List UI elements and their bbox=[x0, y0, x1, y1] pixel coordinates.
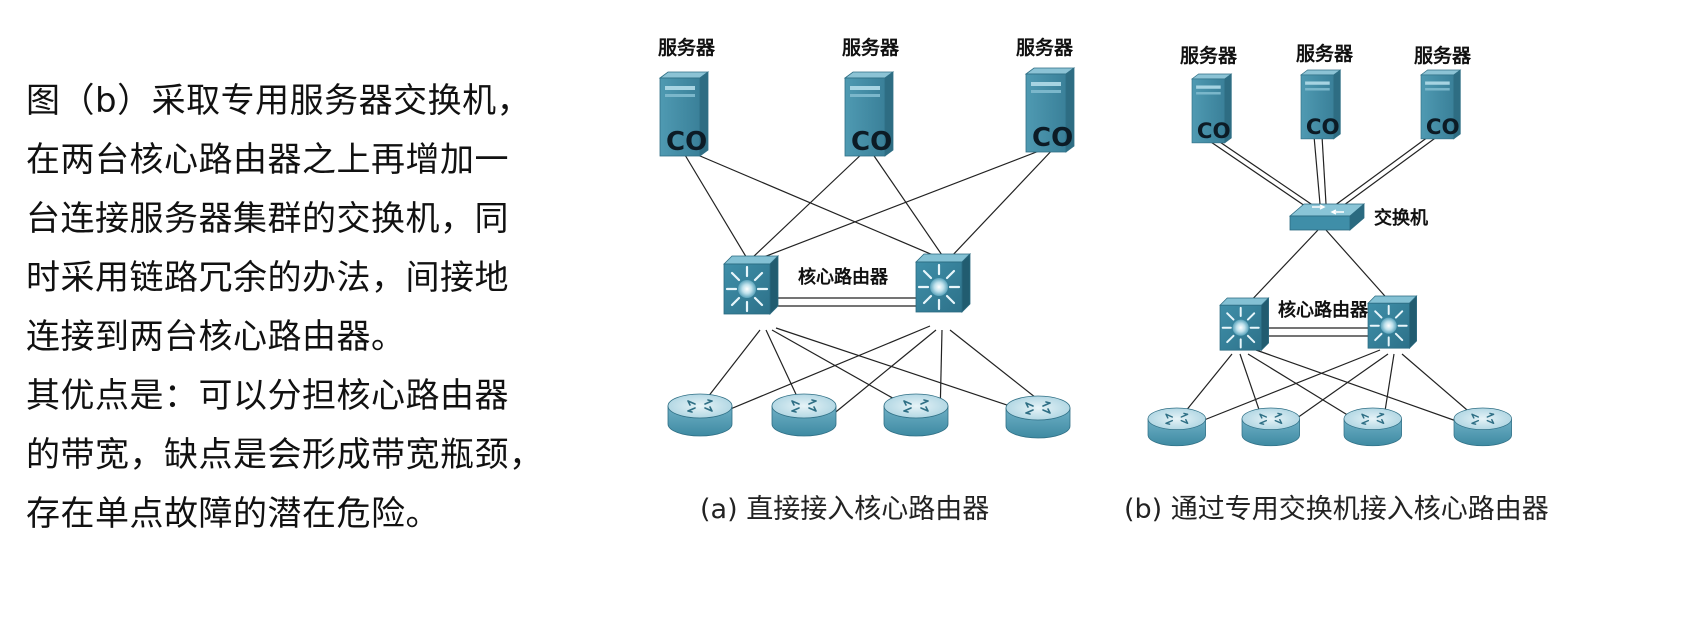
server-label: 服务器 bbox=[1296, 42, 1354, 65]
text-line: 台连接服务器集群的交换机，同 bbox=[26, 199, 509, 239]
description-text: 图（b）采取专用服务器交换机， 在两台核心路由器之上再增加一 台连接服务器集群的… bbox=[26, 72, 586, 544]
svg-text:CO: CO bbox=[1197, 119, 1231, 144]
server-icon: CO bbox=[1420, 69, 1461, 140]
core-router-label: 核心路由器 bbox=[1278, 299, 1369, 321]
router-icon bbox=[883, 393, 949, 437]
switch-icon bbox=[1289, 203, 1365, 231]
server-icon: CO bbox=[844, 71, 894, 157]
text-line: 连接到两台核心路由器。 bbox=[26, 317, 406, 357]
server-label: 服务器 bbox=[658, 36, 716, 59]
switch-label: 交换机 bbox=[1374, 207, 1428, 229]
svg-text:CO: CO bbox=[1032, 123, 1073, 153]
server-label: 服务器 bbox=[1414, 44, 1472, 67]
core-router-icon bbox=[914, 252, 972, 314]
server-label: 服务器 bbox=[1180, 44, 1238, 67]
svg-text:CO: CO bbox=[851, 127, 892, 157]
core-router-label: 核心路由器 bbox=[798, 266, 889, 288]
text-line: 其优点是：可以分担核心路由器 bbox=[26, 376, 509, 416]
server-label: 服务器 bbox=[1016, 36, 1074, 59]
links-b bbox=[1171, 133, 1489, 431]
text-line: 的带宽，缺点是会形成带宽瓶颈， bbox=[26, 435, 544, 475]
server-label: 服务器 bbox=[842, 36, 900, 59]
router-icon bbox=[1343, 407, 1403, 447]
text-line: 图（b）采取专用服务器交换机， bbox=[26, 81, 532, 121]
diagram-a: 服务器 服务器 服务器 CO CO CO 核心路由器 (a) 直接接入核心路由器 bbox=[658, 36, 1075, 525]
router-icon bbox=[1241, 407, 1301, 447]
server-icon: CO bbox=[659, 71, 709, 157]
svg-text:CO: CO bbox=[1306, 115, 1340, 140]
svg-text:CO: CO bbox=[666, 127, 707, 157]
text-line: 在两台核心路由器之上再增加一 bbox=[26, 140, 509, 180]
core-router-icon bbox=[1219, 297, 1270, 352]
server-icon: CO bbox=[1300, 69, 1341, 140]
server-icon: CO bbox=[1025, 67, 1075, 153]
core-router-icon bbox=[1367, 295, 1418, 350]
diagram-b: 服务器 服务器 服务器 CO CO CO 交换机 核心路由器 (b) 通过专用交… bbox=[1124, 42, 1549, 525]
router-icon bbox=[667, 393, 733, 437]
text-line: 存在单点故障的潜在危险。 bbox=[26, 494, 440, 534]
diagram-b-caption: (b) 通过专用交换机接入核心路由器 bbox=[1124, 494, 1549, 525]
diagram-a-caption: (a) 直接接入核心路由器 bbox=[700, 494, 989, 525]
router-icon bbox=[1147, 407, 1207, 447]
svg-text:CO: CO bbox=[1426, 115, 1460, 140]
text-line: 时采用链路冗余的办法，间接地 bbox=[26, 258, 509, 298]
server-icon: CO bbox=[1191, 73, 1232, 144]
router-icon bbox=[771, 393, 837, 437]
router-icon bbox=[1453, 407, 1513, 447]
core-router-icon bbox=[722, 254, 780, 316]
router-icon bbox=[1005, 395, 1071, 439]
